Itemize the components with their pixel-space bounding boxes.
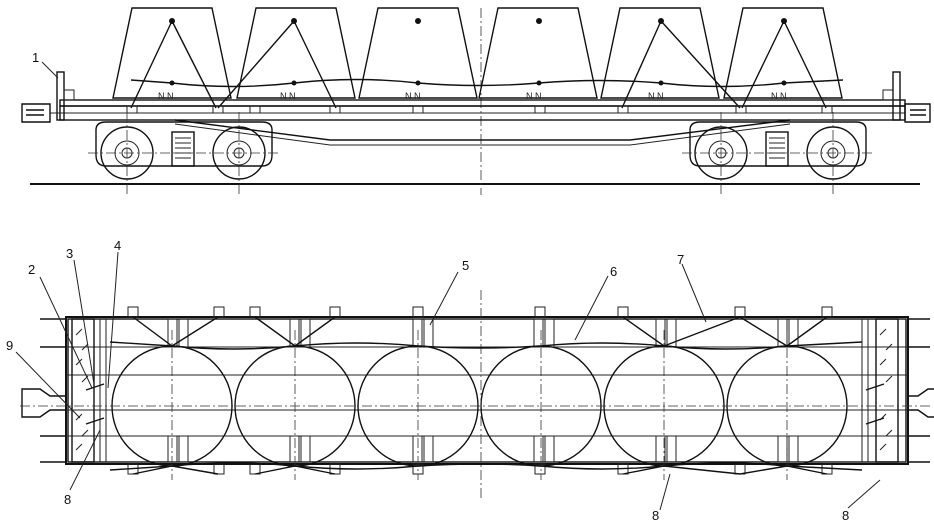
- coupler-left-top: [21, 388, 66, 418]
- end-chock-left: [71, 318, 107, 463]
- cargo-pallet: [112, 7, 232, 99]
- cargo-pallet: [358, 7, 478, 99]
- top-view: 2 3 4 5 6 7 9 8 8 8: [6, 238, 934, 523]
- bogie-left: [88, 112, 280, 195]
- callout-label-8-mid: 8: [652, 508, 659, 523]
- top-diagonal-wires: [132, 316, 828, 475]
- cargo-pallet: [723, 7, 843, 99]
- callout-label-4: 4: [114, 238, 121, 253]
- callout-label-6: 6: [610, 264, 617, 279]
- side-view: N N N N N N N N N N N N: [21, 7, 931, 195]
- tie-down-wires: [130, 20, 827, 109]
- bogie-right: [682, 112, 874, 195]
- block-mark: N N: [158, 91, 174, 101]
- block-mark: N N: [405, 91, 421, 101]
- cargo-pallets: [112, 7, 843, 99]
- callout-label-3: 3: [66, 246, 73, 261]
- callout-label-1: 1: [32, 50, 39, 65]
- block-mark: N N: [771, 91, 787, 101]
- cargo-pallet: [236, 7, 356, 99]
- leader-lines: [15, 251, 881, 511]
- leader-line: [41, 61, 59, 79]
- tie-points-mid: [169, 80, 787, 86]
- top-lashing-upper: [109, 341, 863, 350]
- block-mark: N N: [526, 91, 542, 101]
- block-mark: N N: [280, 91, 296, 101]
- callout-label-8-left: 8: [64, 492, 71, 507]
- coupler-right: [904, 103, 931, 123]
- coupler-right-top: [908, 388, 934, 418]
- top-lashing-lower: [109, 462, 863, 471]
- callout-label-2: 2: [28, 262, 35, 277]
- end-chock-right: [861, 318, 899, 463]
- block-mark: N N: [648, 91, 664, 101]
- callout-label-5: 5: [462, 258, 469, 273]
- car-deck-outline: [65, 316, 909, 465]
- callout-label-8-right: 8: [842, 508, 849, 523]
- cargo-pallet: [478, 7, 598, 99]
- tie-points-top: [169, 18, 787, 24]
- cross-blocks-bottom: [167, 435, 799, 463]
- cargo-pallet: [600, 7, 720, 99]
- callout-label-9: 9: [6, 338, 13, 353]
- coupler-left: [21, 103, 60, 123]
- block-marks: N N N N N N N N N N N N: [158, 91, 787, 101]
- tie-point: [536, 18, 542, 24]
- tie-point: [415, 18, 421, 24]
- longitudinal-lashing: [130, 78, 844, 88]
- callout-label-7: 7: [677, 252, 684, 267]
- cross-blocks-top: [167, 318, 799, 348]
